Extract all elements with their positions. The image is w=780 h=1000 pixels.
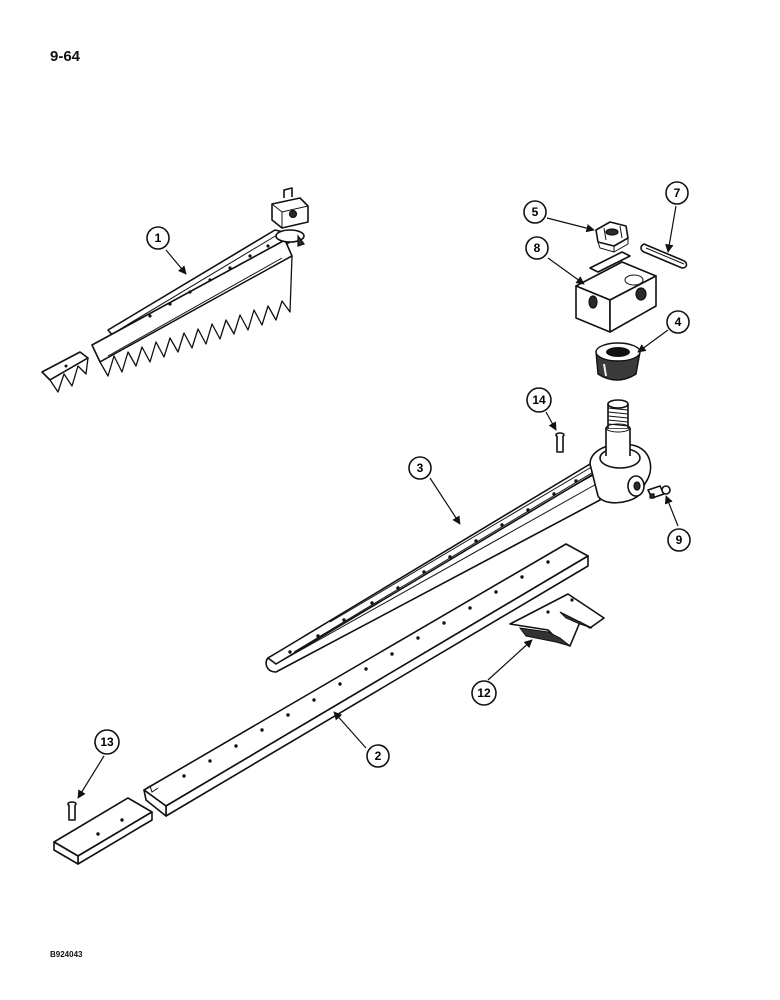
svg-text:3: 3 xyxy=(417,461,424,475)
svg-text:1: 1 xyxy=(155,231,162,245)
callout-13: 13 xyxy=(94,729,120,755)
rivet-14 xyxy=(555,432,565,453)
callout-4: 4 xyxy=(666,310,690,334)
callout-9: 9 xyxy=(667,528,691,552)
svg-text:4: 4 xyxy=(675,315,682,329)
callout-12: 12 xyxy=(471,680,497,706)
svg-text:13: 13 xyxy=(100,735,114,749)
knife-sections xyxy=(91,239,293,377)
cotter-pin xyxy=(640,243,688,269)
bearing xyxy=(595,342,641,381)
svg-text:14: 14 xyxy=(532,393,546,407)
svg-text:5: 5 xyxy=(532,205,539,219)
knife-section xyxy=(509,593,605,647)
grease-fitting xyxy=(647,485,671,499)
knife-assembly xyxy=(41,187,309,393)
knife-head-block xyxy=(575,251,657,333)
callout-2: 2 xyxy=(366,744,390,768)
svg-text:2: 2 xyxy=(375,749,382,763)
rivet-13 xyxy=(67,801,77,821)
castle-nut xyxy=(595,221,629,253)
knife-back-bar xyxy=(143,543,589,817)
page-number: 9-64 xyxy=(50,48,81,65)
callout-8: 8 xyxy=(525,236,549,260)
callout-3: 3 xyxy=(408,456,432,480)
bar-holes xyxy=(182,560,550,778)
arm-holes xyxy=(288,479,578,654)
svg-text:9: 9 xyxy=(676,533,683,547)
knife-head xyxy=(271,187,309,247)
knife-back-arm xyxy=(265,399,652,673)
knife-end-section xyxy=(41,351,89,393)
callout-7: 7 xyxy=(665,181,689,205)
svg-text:7: 7 xyxy=(674,186,681,200)
callout-1: 1 xyxy=(146,226,170,250)
svg-text:8: 8 xyxy=(534,241,541,255)
knife-back-holes xyxy=(148,244,270,318)
callout-14: 14 xyxy=(526,387,552,413)
svg-text:12: 12 xyxy=(477,686,491,700)
bar-end-piece xyxy=(53,797,153,865)
leader-lines xyxy=(77,205,679,799)
figure-code: B924043 xyxy=(50,950,83,959)
callout-5: 5 xyxy=(523,200,547,224)
